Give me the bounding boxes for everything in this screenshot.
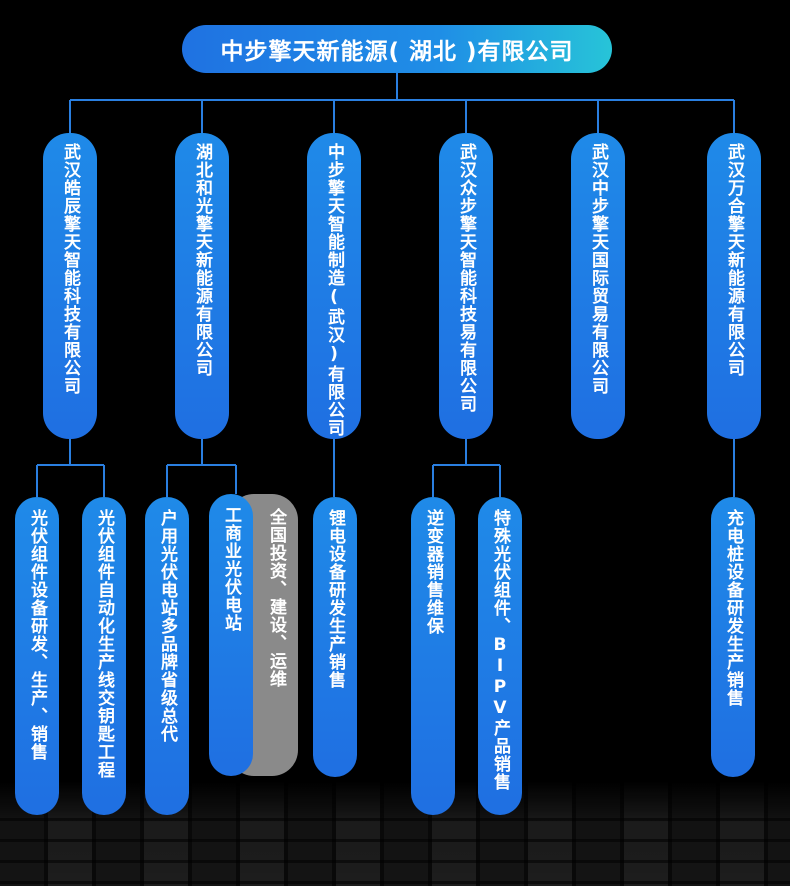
business-node-7-label: 逆变器销售维保 <box>423 509 443 635</box>
company-node-3: 中步擎天智能制造(武汉)有限公司 <box>307 133 361 439</box>
company-node-3-label: 中步擎天智能制造(武汉)有限公司 <box>324 143 344 437</box>
company-node-6: 武汉万合擎天新能源有限公司 <box>707 133 761 439</box>
company-node-1-label: 武汉皓辰擎天智能科技有限公司 <box>60 143 80 395</box>
business-node-2: 光伏组件自动化生产线交钥匙工程 <box>82 497 126 815</box>
business-node-1-label: 光伏组件设备研发、生产、销售 <box>27 509 47 761</box>
business-node-3-label: 户用光伏电站多品牌省级总代 <box>157 509 177 743</box>
business-node-4: 工商业光伏电站 <box>209 494 253 776</box>
business-node-8-label: 特殊光伏组件、BIPV产品销售 <box>490 509 510 791</box>
company-node-1: 武汉皓辰擎天智能科技有限公司 <box>43 133 97 439</box>
business-node-1: 光伏组件设备研发、生产、销售 <box>15 497 59 815</box>
company-node-6-label: 武汉万合擎天新能源有限公司 <box>724 143 744 377</box>
business-node-3: 户用光伏电站多品牌省级总代 <box>145 497 189 815</box>
business-node-8: 特殊光伏组件、BIPV产品销售 <box>478 497 522 815</box>
business-node-9-label: 充电桩设备研发生产销售 <box>723 509 743 707</box>
company-node-5: 武汉中步擎天国际贸易有限公司 <box>571 133 625 439</box>
business-node-7: 逆变器销售维保 <box>411 497 455 815</box>
root-company-title: 中步擎天新能源( 湖北 )有限公司 <box>182 25 612 73</box>
business-node-6: 锂电设备研发生产销售 <box>313 497 357 777</box>
business-node-6-label: 锂电设备研发生产销售 <box>325 509 345 689</box>
company-node-5-label: 武汉中步擎天国际贸易有限公司 <box>588 143 608 395</box>
business-node-9: 充电桩设备研发生产销售 <box>711 497 755 777</box>
business-node-2-label: 光伏组件自动化生产线交钥匙工程 <box>94 509 114 779</box>
company-node-4: 武汉众步擎天智能科技易有限公司 <box>439 133 493 439</box>
company-node-2-label: 湖北和光擎天新能源有限公司 <box>192 143 212 377</box>
company-node-4-label: 武汉众步擎天智能科技易有限公司 <box>456 143 476 413</box>
floor-shading <box>0 800 790 886</box>
business-node-4-label: 工商业光伏电站 <box>221 506 241 632</box>
company-node-2: 湖北和光擎天新能源有限公司 <box>175 133 229 439</box>
business-node-5-label: 全国投资、建设、运维 <box>266 508 286 688</box>
